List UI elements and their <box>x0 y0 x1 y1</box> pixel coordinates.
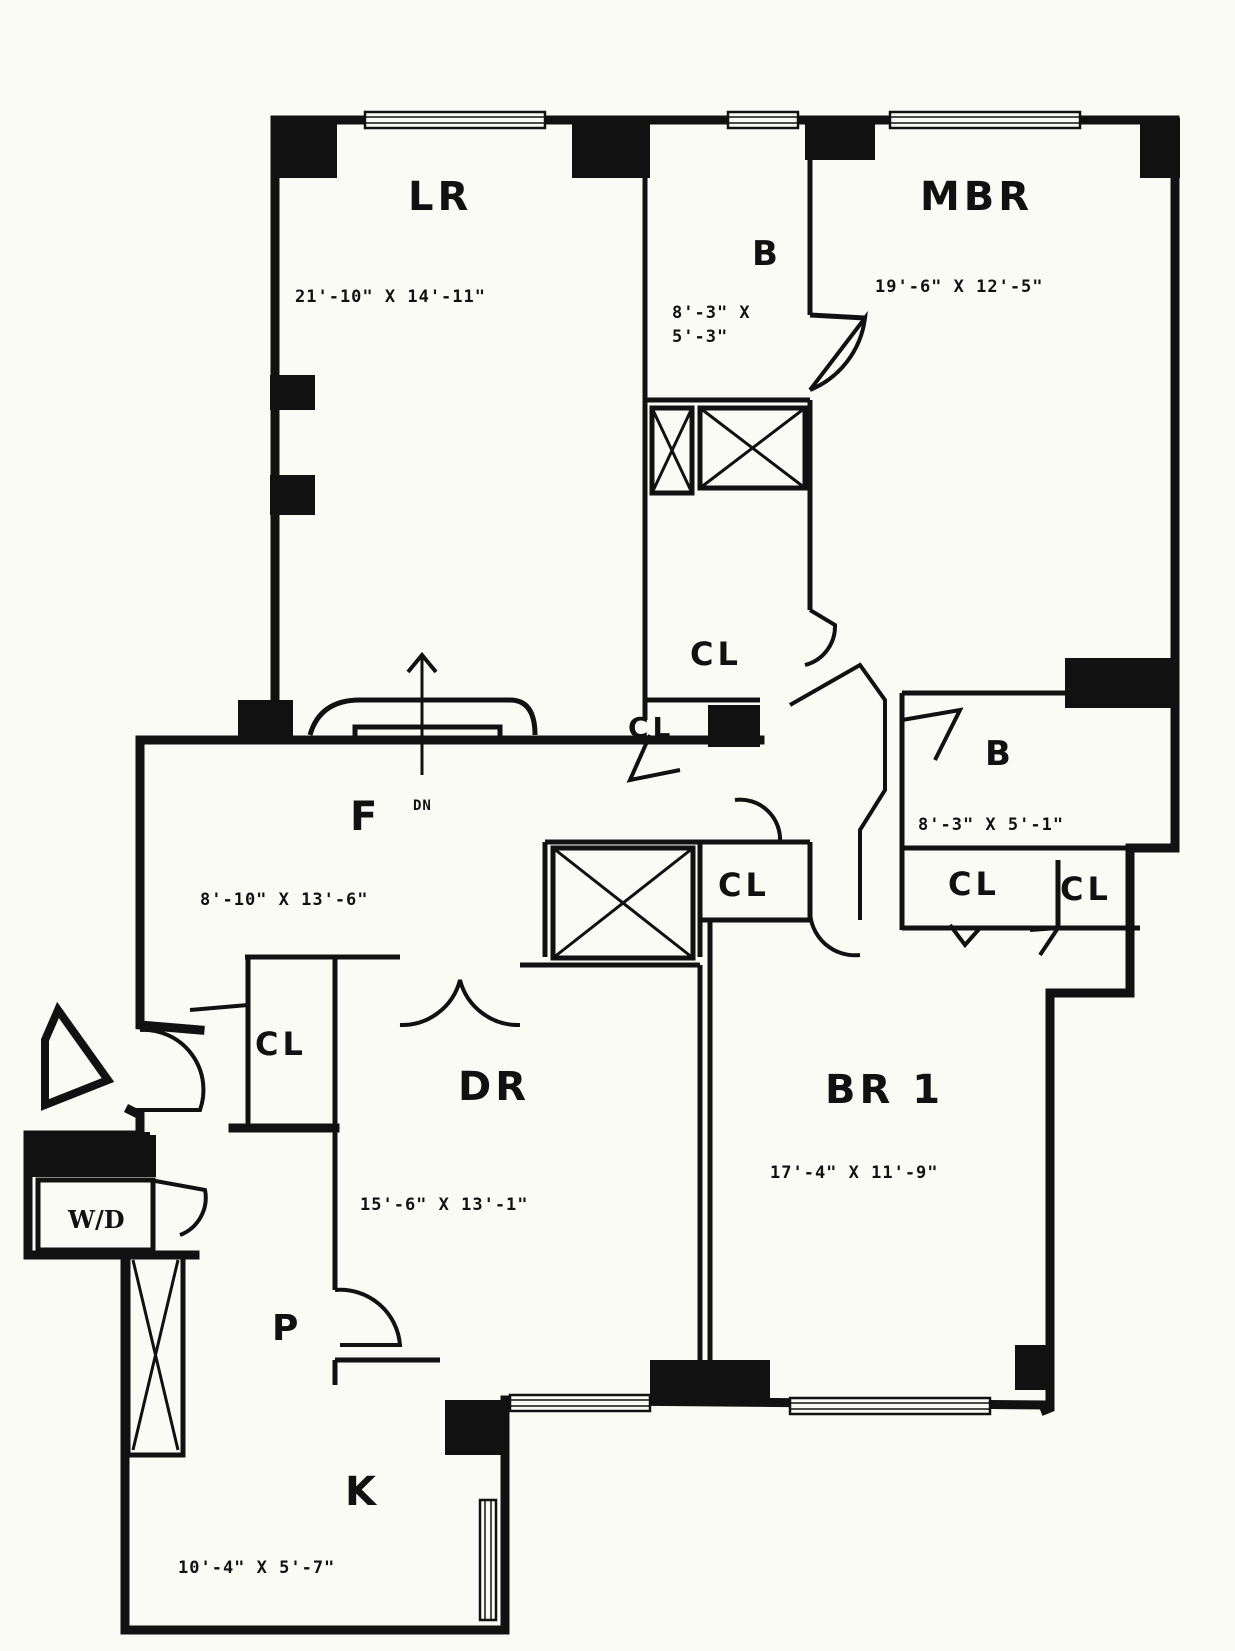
entry-arrow-icon <box>41 1001 115 1111</box>
window-lr <box>363 110 547 130</box>
bath-lower-label: B <box>985 734 1015 774</box>
closet-foyer-label: CL <box>628 711 674 744</box>
window-kitchen <box>478 1498 498 1622</box>
kitchen-label: K <box>345 1469 380 1515</box>
foyer-label: F <box>350 794 381 840</box>
closet-br-left-label: CL <box>948 865 1000 903</box>
wd-box <box>35 1177 156 1253</box>
dr-dimensions: 15'-6" X 13'-1" <box>360 1195 529 1215</box>
closet-entry-label: CL <box>255 1025 307 1063</box>
pantry-label: P <box>272 1308 302 1349</box>
bath-upper-dim-1: 8'-3" X <box>672 303 751 323</box>
wd-label: W/D <box>67 1205 125 1234</box>
columns <box>28 118 1180 1455</box>
lr-label: LR <box>408 174 472 220</box>
dr-label: DR <box>458 1064 530 1110</box>
window-bath <box>726 110 800 130</box>
window-dr <box>508 1393 652 1413</box>
foyer-niche <box>307 697 538 742</box>
window-br1 <box>788 1396 992 1416</box>
foyer-dn-label: DN <box>413 798 432 814</box>
doors <box>130 310 1062 1347</box>
closet-mid-label: CL <box>718 866 770 904</box>
labels: LR 21'-10" X 14'-11" B 8'-3" X 5'-3" MBR… <box>67 174 1112 1578</box>
shaft-cross-icon <box>131 405 808 1451</box>
closet-upper-label: CL <box>690 635 742 673</box>
closet-br-right-label: CL <box>1060 870 1112 908</box>
mbr-dimensions: 19'-6" X 12'-5" <box>875 277 1044 297</box>
stair-arrow-icon <box>406 651 438 775</box>
kitchen-dimensions: 10'-4" X 5'-7" <box>178 1558 335 1578</box>
windows <box>363 110 1082 1622</box>
foyer-dimensions: 8'-10" X 13'-6" <box>200 890 369 910</box>
bath-upper-label: B <box>752 234 782 274</box>
interior-walls <box>125 120 1175 1458</box>
bath-lower-dimensions: 8'-3" X 5'-1" <box>918 815 1064 835</box>
bath-upper-dim-2: 5'-3" <box>672 327 728 347</box>
mbr-label: MBR <box>920 174 1033 220</box>
br1-dimensions: 17'-4" X 11'-9" <box>770 1163 939 1183</box>
br1-label: BR 1 <box>825 1067 944 1113</box>
lr-dimensions: 21'-10" X 14'-11" <box>295 287 486 307</box>
window-mbr <box>888 110 1082 130</box>
